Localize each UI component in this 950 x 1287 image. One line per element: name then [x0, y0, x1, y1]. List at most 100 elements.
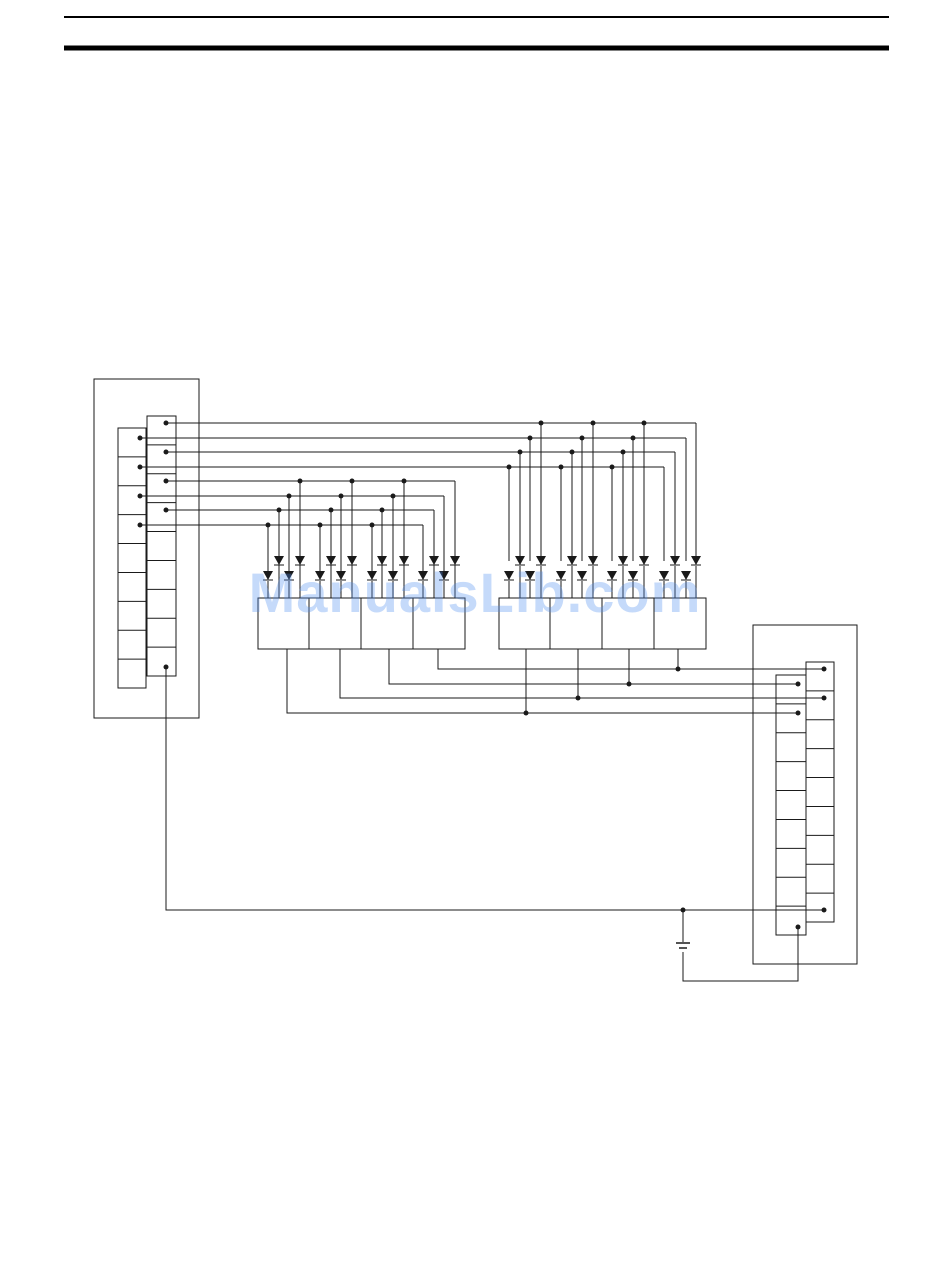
diode-triangle — [681, 571, 691, 580]
diode-triangle — [284, 571, 294, 580]
diode-triangle — [347, 556, 357, 565]
right-outer-terminal-block — [806, 662, 834, 922]
junction-dot — [796, 682, 801, 687]
junction-dot — [318, 523, 323, 528]
diode-triangle — [377, 556, 387, 565]
junction-dot — [822, 696, 827, 701]
diode-triangle — [567, 556, 577, 565]
left-diode-block — [413, 598, 465, 649]
junction-dot — [277, 508, 282, 513]
junction-dot — [164, 421, 169, 426]
diode-triangle — [367, 571, 377, 580]
diode-triangle — [326, 556, 336, 565]
output-wire — [389, 649, 798, 684]
diode-triangle — [556, 571, 566, 580]
right-unit-frame — [753, 625, 857, 964]
wires — [140, 423, 824, 981]
junction-dot — [329, 508, 334, 513]
junction-dot — [339, 494, 344, 499]
right-diode-block — [499, 598, 550, 649]
diode-triangle — [536, 556, 546, 565]
diode-triangle — [607, 571, 617, 580]
right-diode-block — [654, 598, 706, 649]
junction-dot — [138, 465, 143, 470]
left-upper-terminal-block — [147, 416, 176, 676]
junction-dot — [676, 667, 681, 672]
junction-dot — [642, 421, 647, 426]
left-diode-block — [309, 598, 361, 649]
junction-dot — [370, 523, 375, 528]
junction-dot — [528, 436, 533, 441]
diode-triangle — [639, 556, 649, 565]
common-wire — [166, 667, 824, 910]
junction-dot — [576, 696, 581, 701]
junction-dot — [350, 479, 355, 484]
junction-dot — [610, 465, 615, 470]
output-wire — [340, 649, 824, 698]
right-inner-terminal-block — [776, 675, 806, 935]
junction-dot — [164, 508, 169, 513]
junction-dot — [621, 450, 626, 455]
right-diode-block — [602, 598, 654, 649]
junction-dot — [507, 465, 512, 470]
diode-triangle — [670, 556, 680, 565]
diode-triangle — [515, 556, 525, 565]
diodes — [263, 556, 701, 580]
right-diode-block — [550, 598, 602, 649]
junction-dot — [580, 436, 585, 441]
diode-triangle — [450, 556, 460, 565]
diode-triangle — [399, 556, 409, 565]
diode-triangle — [315, 571, 325, 580]
diode-triangle — [429, 556, 439, 565]
junction-dot — [631, 436, 636, 441]
left-unit — [94, 379, 199, 718]
output-wire — [438, 649, 824, 669]
ground-symbol — [676, 943, 690, 948]
diode-triangle — [618, 556, 628, 565]
junction-dot — [138, 523, 143, 528]
diode-triangle — [274, 556, 284, 565]
junction-dots — [138, 421, 827, 930]
diode-triangle — [388, 571, 398, 580]
diode-triangle — [295, 556, 305, 565]
junction-dot — [391, 494, 396, 499]
diode-triangle — [439, 571, 449, 580]
junction-dot — [164, 665, 169, 670]
junction-dot — [524, 711, 529, 716]
junction-dot — [559, 465, 564, 470]
diode-triangle — [577, 571, 587, 580]
junction-dot — [164, 450, 169, 455]
junction-dot — [138, 494, 143, 499]
junction-dot — [138, 436, 143, 441]
junction-dot — [298, 479, 303, 484]
diode-triangle — [504, 571, 514, 580]
junction-dot — [681, 908, 686, 913]
diode-triangle — [336, 571, 346, 580]
junction-dot — [822, 667, 827, 672]
junction-dot — [796, 925, 801, 930]
diode-triangle — [525, 571, 535, 580]
junction-dot — [380, 508, 385, 513]
junction-dot — [570, 450, 575, 455]
diode-triangle — [263, 571, 273, 580]
junction-dot — [539, 421, 544, 426]
junction-dot — [591, 421, 596, 426]
junction-dot — [518, 450, 523, 455]
junction-dot — [627, 682, 632, 687]
junction-dot — [822, 908, 827, 913]
output-wire — [287, 649, 798, 713]
header-rules — [64, 17, 889, 48]
diode-triangle — [588, 556, 598, 565]
junction-dot — [402, 479, 407, 484]
junction-dot — [287, 494, 292, 499]
diode-triangle — [691, 556, 701, 565]
diode-triangle — [628, 571, 638, 580]
right-unit — [753, 625, 857, 964]
junction-dot — [796, 711, 801, 716]
left-diode-block — [258, 598, 309, 649]
diode-triangle — [659, 571, 669, 580]
left-diode-block — [361, 598, 413, 649]
diode-triangle — [418, 571, 428, 580]
junction-dot — [164, 479, 169, 484]
